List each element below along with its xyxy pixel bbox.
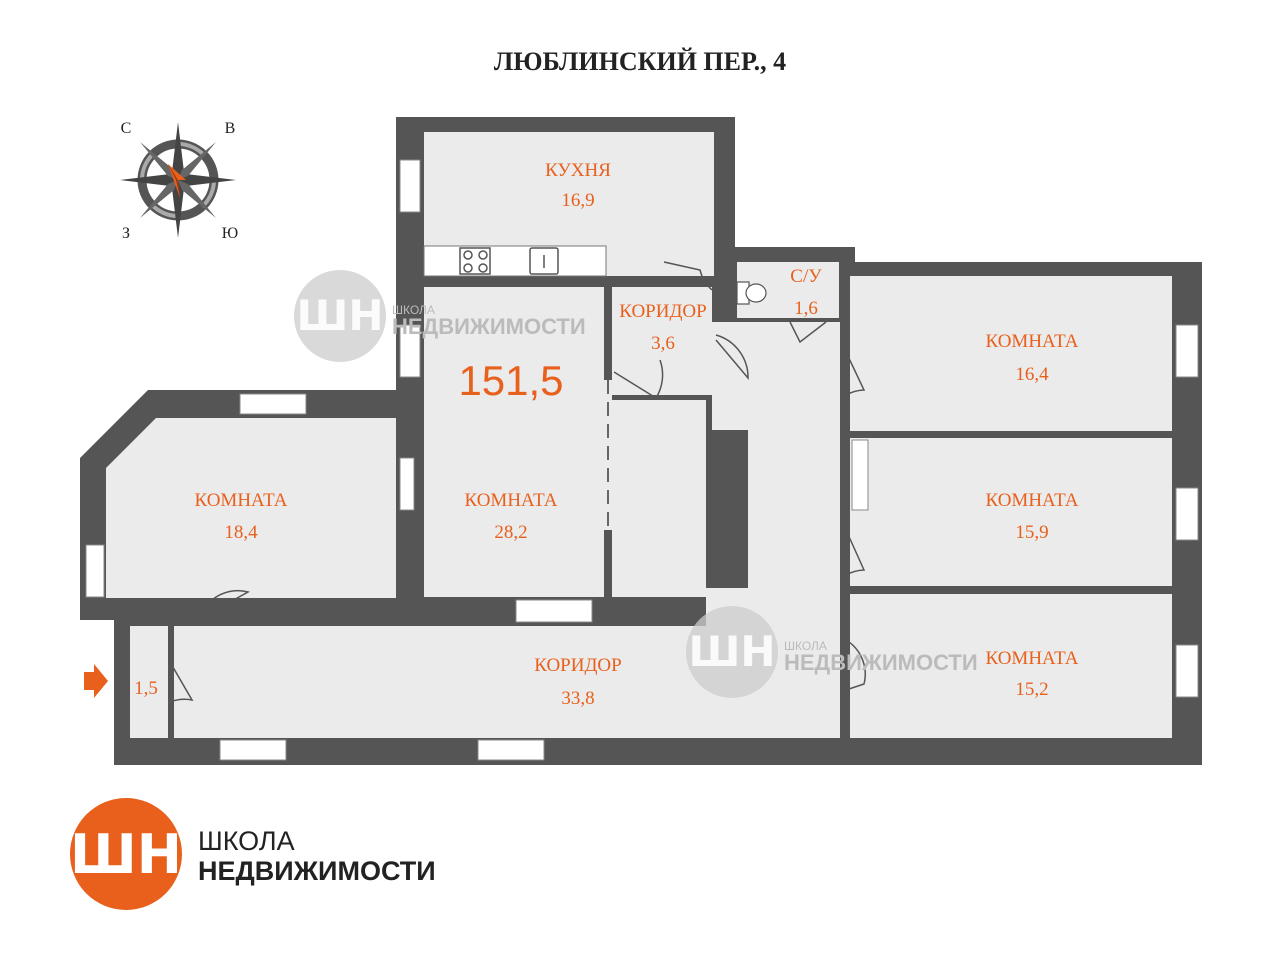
wc-name: С/У bbox=[790, 266, 822, 287]
corridor-main-area: 33,8 bbox=[561, 688, 594, 709]
compass-north-label: С bbox=[121, 120, 132, 137]
room-ne-floor bbox=[850, 276, 1172, 431]
svg-text:НЕДВИЖИМОСТИ: НЕДВИЖИМОСТИ bbox=[392, 314, 586, 339]
corridor-small-area: 3,6 bbox=[651, 333, 675, 354]
page-title: ЛЮБЛИНСКИЙ ПЕР., 4 bbox=[494, 47, 786, 76]
vestibule-floor bbox=[130, 626, 168, 738]
watermark-logo-bottom: ШН ШКОЛА НЕДВИЖИМОСТИ bbox=[686, 606, 978, 698]
room-se-name: КОМНАТА bbox=[986, 648, 1079, 669]
wc-area: 1,6 bbox=[794, 298, 818, 319]
room-w-name: КОМНАТА bbox=[195, 490, 288, 511]
corridor-small-name: КОРИДОР bbox=[619, 301, 706, 322]
room-w-floor bbox=[106, 418, 396, 598]
room-w-area: 18,4 bbox=[224, 522, 258, 543]
column bbox=[706, 430, 748, 588]
room-e-mid-name: КОМНАТА bbox=[986, 490, 1079, 511]
room-center-area: 28,2 bbox=[494, 522, 527, 543]
room-ne-area: 16,4 bbox=[1015, 364, 1049, 385]
sink-icon bbox=[529, 247, 559, 275]
entrance-arrow-icon bbox=[84, 664, 108, 698]
svg-text:ШН: ШН bbox=[688, 627, 775, 676]
room-e-mid-floor bbox=[850, 438, 1172, 586]
room-se-floor bbox=[850, 594, 1172, 738]
vestibule-area: 1,5 bbox=[134, 678, 158, 699]
brand-logo: ШН ШКОЛА НЕДВИЖИМОСТИ bbox=[70, 798, 436, 910]
corridor-small-floor bbox=[612, 287, 712, 395]
compass-east-label: В bbox=[225, 120, 236, 137]
kitchen-name: КУХНЯ bbox=[545, 160, 611, 181]
svg-text:ШКОЛА: ШКОЛА bbox=[784, 639, 827, 653]
room-se-area: 15,2 bbox=[1015, 679, 1048, 700]
hall-floor-patch bbox=[748, 322, 840, 622]
kitchen-counter bbox=[423, 245, 607, 277]
room-e-mid-area: 15,9 bbox=[1015, 522, 1048, 543]
kitchen-area: 16,9 bbox=[561, 190, 594, 211]
svg-text:НЕДВИЖИМОСТИ: НЕДВИЖИМОСТИ bbox=[784, 650, 978, 675]
logo-mark: ШН bbox=[70, 823, 182, 886]
doors bbox=[169, 261, 866, 703]
corridor-main-name: КОРИДОР bbox=[534, 655, 621, 676]
toilet-icon bbox=[736, 281, 767, 305]
windows bbox=[85, 159, 1199, 761]
compass-rose-icon bbox=[120, 122, 236, 238]
room-center-floor bbox=[424, 287, 604, 597]
watermark-logo-top: ШН ШКОЛА НЕДВИЖИМОСТИ bbox=[294, 270, 586, 362]
svg-text:ШКОЛА: ШКОЛА bbox=[392, 303, 435, 317]
compass-south-label: Ю bbox=[222, 225, 238, 242]
room-center-name: КОМНАТА bbox=[465, 490, 558, 511]
logo-line2: НЕДВИЖИМОСТИ bbox=[198, 856, 436, 886]
room-ne-name: КОМНАТА bbox=[986, 331, 1079, 352]
stove-icon bbox=[459, 247, 491, 275]
passage-floor bbox=[612, 400, 706, 597]
hall-floor-patch2 bbox=[712, 395, 752, 430]
logo-line1: ШКОЛА bbox=[198, 826, 295, 856]
svg-text:ШН: ШН bbox=[296, 291, 383, 340]
compass-west-label: З bbox=[122, 225, 130, 242]
total-area: 151,5 bbox=[458, 357, 563, 404]
